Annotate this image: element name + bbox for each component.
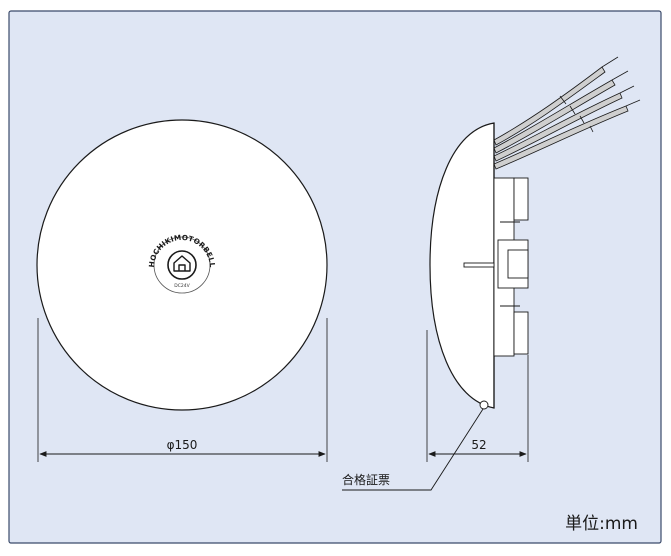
bracket-bottom-hook [513,311,529,355]
bracket-center-inner [507,249,529,279]
bell-side-body [429,122,495,409]
diameter-label-bg [162,437,202,453]
wire-band-4 [589,125,594,133]
lead-wires [493,56,641,170]
wire-tip-1 [601,56,619,68]
certificate-label: 合格証票 [342,472,390,487]
badge-small-text: DC24V [174,283,190,289]
depth-label: 52 [471,438,486,452]
hochiki-logo-icon [173,255,191,272]
depth-label-bg [468,437,490,453]
unit-label: 単位:mm [565,514,638,534]
wire-band-2 [569,105,576,115]
bracket-top-hook [513,177,529,221]
wire-4 [493,105,629,170]
wire-band-1 [559,95,567,105]
diameter-label: φ150 [167,438,198,452]
certificate-leader-line [342,408,484,491]
mounting-bracket [493,177,529,357]
wire-band-3 [579,115,585,124]
wire-1 [493,66,606,146]
certificate-marker [479,400,489,410]
side-view: 52 合格証票 [342,56,641,491]
wire-tip-4 [625,99,641,107]
wire-tip-2 [611,70,629,81]
wire-2 [493,79,616,154]
front-view: HOCHIKIMOTORBELL DC24V φ150 [36,119,328,462]
wire-tip-3 [619,85,635,94]
wire-3 [493,92,623,162]
striker-shaft [463,262,495,268]
